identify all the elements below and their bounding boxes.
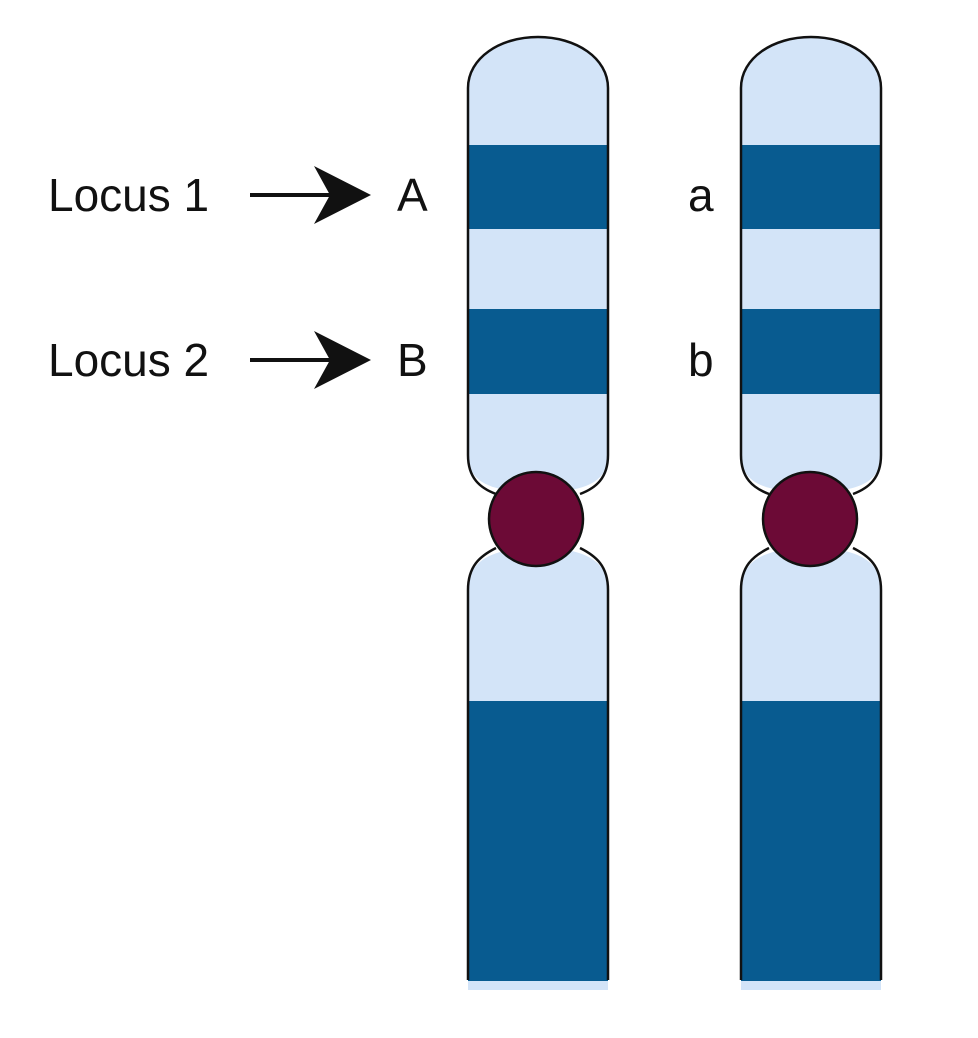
chromosome-left-upper-outline <box>466 35 610 496</box>
chromosome-left-lower-outline <box>466 546 610 980</box>
locus-annotations: Locus 1 Locus 2 <box>48 166 371 389</box>
chromosome-right-lower-arm <box>741 548 881 990</box>
band-locus-1 <box>741 145 881 229</box>
centromere-left <box>487 470 585 568</box>
band-light <box>741 37 881 492</box>
allele-label-lower-a: a <box>688 169 714 221</box>
chromosome-right-lower-outline <box>739 546 883 980</box>
band-dark-long <box>468 701 608 981</box>
chromosome-left-lower-arm <box>468 548 608 990</box>
allele-label-upper-a: A <box>397 169 428 221</box>
chromosome-left-upper-arm <box>468 37 608 492</box>
chromosome-right-upper-arm <box>741 37 881 492</box>
band-locus-2 <box>741 309 881 394</box>
right-arrow-icon <box>250 331 371 389</box>
right-arrow-icon <box>250 166 371 224</box>
chromosome-left <box>466 35 610 990</box>
chromosome-right <box>739 35 883 990</box>
centromere-right <box>761 470 859 568</box>
locus-1-label: Locus 1 <box>48 169 209 221</box>
allele-labels: A B a b <box>397 169 714 386</box>
band-locus-1 <box>468 145 608 229</box>
chromosome-right-upper-outline <box>739 35 883 496</box>
band-dark-long <box>741 701 881 981</box>
allele-label-upper-b: B <box>397 334 428 386</box>
band-locus-2 <box>468 309 608 394</box>
locus-2-label: Locus 2 <box>48 334 209 386</box>
allele-label-lower-b: b <box>688 334 714 386</box>
band-light <box>468 37 608 492</box>
